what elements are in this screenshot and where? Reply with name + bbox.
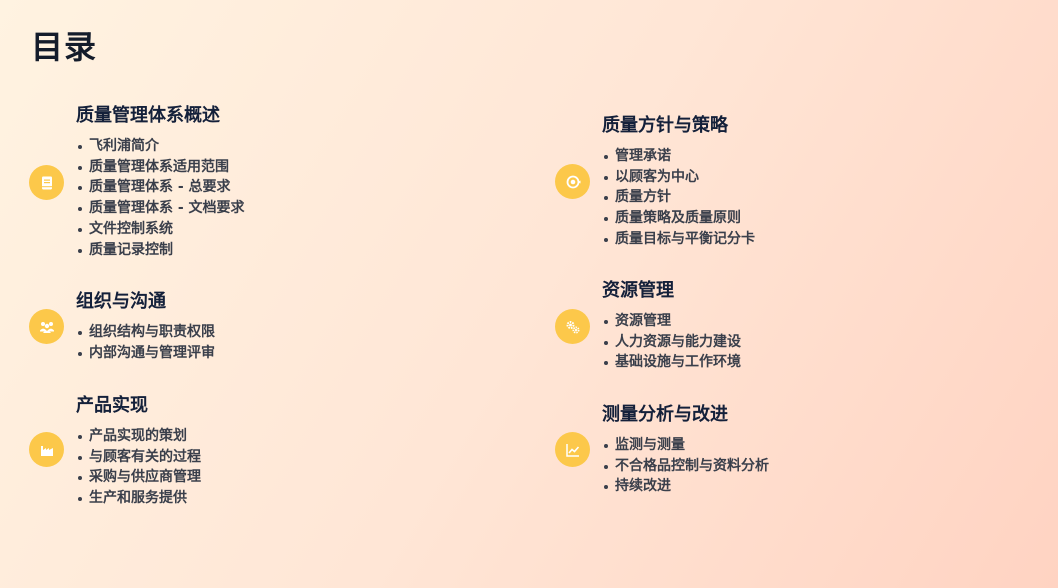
list-item: 产品实现的策划 bbox=[76, 426, 201, 447]
section-title: 产品实现 bbox=[76, 395, 148, 416]
list-item: 质量记录控制 bbox=[76, 240, 245, 261]
list-item: 以顾客为中心 bbox=[602, 167, 755, 188]
people-icon bbox=[39, 321, 54, 333]
section-icon-circle bbox=[29, 309, 64, 344]
section-item-list: 产品实现的策划 与顾客有关的过程 采购与供应商管理 生产和服务提供 bbox=[76, 426, 201, 509]
list-item: 基础设施与工作环境 bbox=[602, 352, 741, 373]
list-item: 质量管理体系 - 文档要求 bbox=[76, 198, 245, 219]
section-title: 资源管理 bbox=[602, 280, 674, 301]
list-item: 质量管理体系 - 总要求 bbox=[76, 177, 245, 198]
section-item-list: 监测与测量 不合格品控制与资料分析 持续改进 bbox=[602, 435, 769, 497]
list-item: 飞利浦简介 bbox=[76, 136, 245, 157]
section-organization-communication: 组织与沟通 组织结构与职责权限 内部沟通与管理评审 bbox=[76, 290, 215, 363]
section-title: 组织与沟通 bbox=[76, 291, 166, 312]
list-item: 管理承诺 bbox=[602, 146, 755, 167]
section-title: 质量管理体系概述 bbox=[76, 105, 220, 126]
list-item: 内部沟通与管理评审 bbox=[76, 343, 215, 364]
section-icon-circle bbox=[29, 165, 64, 200]
section-title: 质量方针与策略 bbox=[602, 115, 728, 136]
section-icon-circle bbox=[555, 309, 590, 344]
line-chart-icon bbox=[565, 443, 579, 457]
page-title: 目录 bbox=[31, 28, 98, 66]
section-item-list: 管理承诺 以顾客为中心 质量方针 质量策略及质量原则 质量目标与平衡记分卡 bbox=[602, 146, 755, 250]
list-item: 采购与供应商管理 bbox=[76, 467, 201, 488]
section-quality-policy-strategy: 质量方针与策略 管理承诺 以顾客为中心 质量方针 质量策略及质量原则 质量目标与… bbox=[602, 114, 755, 250]
section-icon-circle bbox=[29, 432, 64, 467]
list-item: 监测与测量 bbox=[602, 435, 769, 456]
section-title: 测量分析与改进 bbox=[602, 404, 728, 425]
list-item: 组织结构与职责权限 bbox=[76, 322, 215, 343]
section-item-list: 资源管理 人力资源与能力建设 基础设施与工作环境 bbox=[602, 311, 741, 373]
book-icon bbox=[41, 176, 52, 189]
target-icon bbox=[566, 175, 580, 188]
gears-icon bbox=[566, 320, 579, 333]
section-item-list: 飞利浦简介 质量管理体系适用范围 质量管理体系 - 总要求 质量管理体系 - 文… bbox=[76, 136, 245, 260]
list-item: 不合格品控制与资料分析 bbox=[602, 456, 769, 477]
factory-icon bbox=[40, 445, 53, 456]
list-item: 质量管理体系适用范围 bbox=[76, 157, 245, 178]
list-item: 文件控制系统 bbox=[76, 219, 245, 240]
list-item: 与顾客有关的过程 bbox=[76, 447, 201, 468]
list-item: 生产和服务提供 bbox=[76, 488, 201, 509]
section-quality-system-overview: 质量管理体系概述 飞利浦简介 质量管理体系适用范围 质量管理体系 - 总要求 质… bbox=[76, 104, 245, 260]
section-resource-management: 资源管理 资源管理 人力资源与能力建设 基础设施与工作环境 bbox=[602, 279, 741, 373]
section-product-realization: 产品实现 产品实现的策划 与顾客有关的过程 采购与供应商管理 生产和服务提供 bbox=[76, 394, 201, 509]
section-icon-circle bbox=[555, 164, 590, 199]
list-item: 质量目标与平衡记分卡 bbox=[602, 229, 755, 250]
section-icon-circle bbox=[555, 432, 590, 467]
list-item: 质量方针 bbox=[602, 187, 755, 208]
list-item: 资源管理 bbox=[602, 311, 741, 332]
section-measurement-analysis-improvement: 测量分析与改进 监测与测量 不合格品控制与资料分析 持续改进 bbox=[602, 403, 769, 497]
list-item: 人力资源与能力建设 bbox=[602, 332, 741, 353]
section-item-list: 组织结构与职责权限 内部沟通与管理评审 bbox=[76, 322, 215, 363]
list-item: 质量策略及质量原则 bbox=[602, 208, 755, 229]
list-item: 持续改进 bbox=[602, 476, 769, 497]
